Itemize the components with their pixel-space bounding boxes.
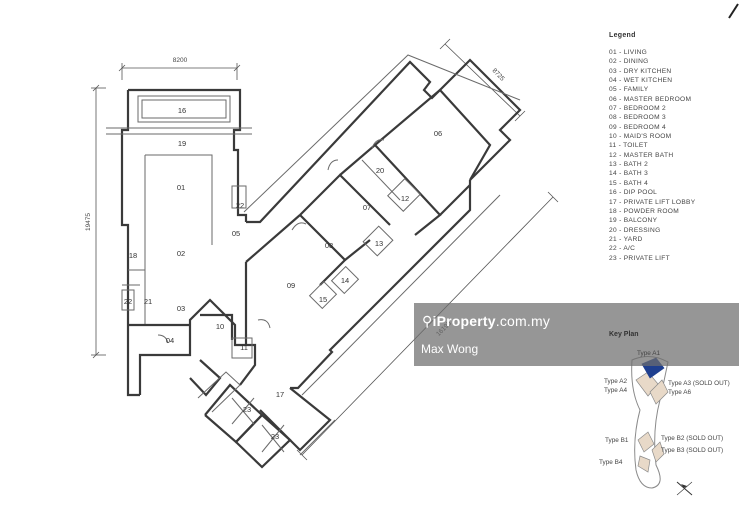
room-07: 07 xyxy=(363,203,371,212)
room-04: 04 xyxy=(166,336,174,345)
interior-walls xyxy=(121,88,492,359)
dimension-top-label: 8200 xyxy=(173,57,188,64)
room-08: 08 xyxy=(325,241,333,250)
room-09: 09 xyxy=(287,281,295,290)
legend-item: 14 - BATH 3 xyxy=(609,170,649,178)
key-plan-label-b2: Type B2 (SOLD OUT) xyxy=(661,435,724,442)
room-19: 19 xyxy=(178,139,186,148)
room-17: 17 xyxy=(276,390,284,399)
key-plan-graphic xyxy=(631,356,669,489)
key-plan-label-a3: Type A3 (SOLD OUT) xyxy=(668,380,730,387)
dimension-top xyxy=(118,63,241,80)
legend-item: 08 - BEDROOM 3 xyxy=(609,114,666,122)
room-12: 12 xyxy=(401,194,409,203)
legend-item: 12 - MASTER BATH xyxy=(609,151,674,159)
key-plan-label-b4: Type B4 xyxy=(599,459,623,466)
room-21: 21 xyxy=(144,297,152,306)
legend-item: 02 - DINING xyxy=(609,58,649,66)
room-01: 01 xyxy=(177,183,185,192)
outer-walls xyxy=(106,54,522,469)
room-10: 10 xyxy=(216,322,224,331)
dimension-left xyxy=(91,84,106,359)
watermark-agent: Max Wong xyxy=(421,342,479,356)
room-14: 14 xyxy=(341,276,349,285)
key-plan-label-a2: Type A2 xyxy=(604,378,628,385)
room-16: 16 xyxy=(178,106,186,115)
legend-item: 13 - BATH 2 xyxy=(609,161,649,169)
key-plan-title: Key Plan xyxy=(609,331,639,338)
legend-title: Legend xyxy=(609,32,636,39)
legend-item: 04 - WET KITCHEN xyxy=(609,77,673,85)
legend-item: 07 - BEDROOM 2 xyxy=(609,105,666,113)
key-plan-label-b1: Type B1 xyxy=(605,437,629,444)
legend-item: 03 - DRY KITCHEN xyxy=(609,67,672,75)
room-22-upper: 22 xyxy=(236,201,244,210)
room-03: 03 xyxy=(177,304,185,313)
arrow-icon[interactable] xyxy=(728,0,739,20)
brand-name: Property xyxy=(436,313,496,329)
room-23-lower: 23 xyxy=(271,432,279,441)
dimension-left-label: 19475 xyxy=(85,213,92,231)
legend-item: 22 - A/C xyxy=(609,245,636,253)
key-plan-label-b3: Type B3 (SOLD OUT) xyxy=(661,447,724,454)
room-05: 05 xyxy=(232,229,240,238)
key-plan-label-a4: Type A4 xyxy=(604,387,628,394)
legend-item: 06 - MASTER BEDROOM xyxy=(609,95,692,103)
legend-item: 21 - YARD xyxy=(609,235,643,243)
room-23-upper: 23 xyxy=(243,405,251,414)
brand-suffix: .com.my xyxy=(495,313,551,329)
legend-item: 23 - PRIVATE LIFT xyxy=(609,254,670,262)
location-pin-icon: ⚲ xyxy=(422,313,433,329)
watermark-banner: ⚲iProperty.com.my Max Wong xyxy=(414,303,739,366)
key-plan-label-a1: Type A1 xyxy=(637,350,661,357)
north-arrow-icon xyxy=(676,481,693,496)
legend-item: 16 - DIP POOL xyxy=(609,189,658,197)
dimension-right-top-label: 8725 xyxy=(491,67,506,83)
legend-item: 20 - DRESSING xyxy=(609,226,661,234)
legend-item: 18 - POWDER ROOM xyxy=(609,207,680,215)
legend-item: 17 - PRIVATE LIFT LOBBY xyxy=(609,198,696,206)
dimension-right-top xyxy=(439,38,526,122)
room-06: 06 xyxy=(434,129,442,138)
key-plan-label-a6: Type A6 xyxy=(668,389,692,396)
legend-item: 09 - BEDROOM 4 xyxy=(609,123,666,131)
room-22-lower: 22 xyxy=(124,297,132,306)
legend-item: 19 - BALCONY xyxy=(609,217,658,225)
room-20: 20 xyxy=(376,166,384,175)
legend-item: 01 - LIVING xyxy=(609,49,648,56)
legend-item: 10 - MAID'S ROOM xyxy=(609,133,672,141)
room-11: 11 xyxy=(240,343,248,352)
room-18: 18 xyxy=(129,251,137,260)
brand-prefix: i xyxy=(432,313,437,329)
legend-item: 05 - FAMILY xyxy=(609,86,649,94)
room-02: 02 xyxy=(177,249,185,258)
room-15: 15 xyxy=(319,295,327,304)
legend-item: 11 - TOILET xyxy=(609,142,648,150)
room-13: 13 xyxy=(375,239,383,248)
watermark-brand: ⚲iProperty.com.my xyxy=(422,313,550,330)
legend-item: 15 - BATH 4 xyxy=(609,179,649,187)
